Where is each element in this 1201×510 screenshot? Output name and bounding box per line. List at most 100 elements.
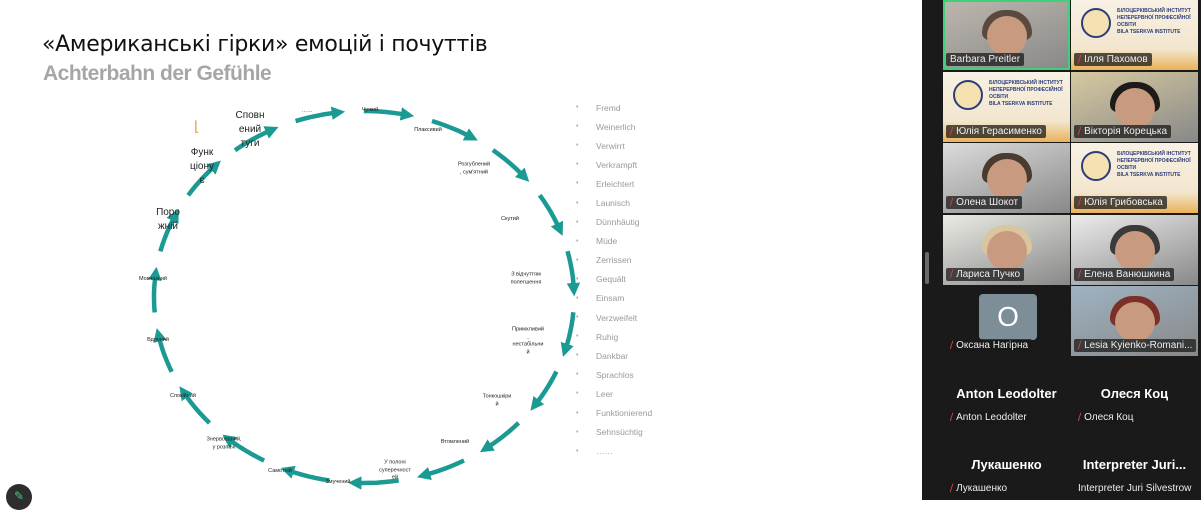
list-item: •Sprachlos <box>576 365 652 384</box>
participant-name-tag: ⧸Елена Ванюшкина <box>1074 267 1175 281</box>
participant-tile[interactable]: ⧸Елена Ванюшкина <box>1071 214 1198 285</box>
list-item: •Gequält <box>576 270 652 289</box>
bullet: • <box>576 352 579 360</box>
bullet: • <box>576 371 579 379</box>
participant-tile[interactable]: Лукашенко⧸Лукашенко <box>943 429 1070 499</box>
panel-resize-handle[interactable] <box>925 252 929 284</box>
list-item: •Zerrissen <box>576 251 652 270</box>
participant-name: Interpreter Juri Silvestrow <box>1078 483 1192 494</box>
participant-name: Юлія Герасименко <box>956 125 1042 137</box>
cycle-arrow <box>479 421 521 453</box>
participant-name: Barbara Preitler <box>950 54 1021 65</box>
cycle-arrow <box>431 118 478 141</box>
participant-face <box>987 159 1027 199</box>
emotion-cycle-arrows <box>148 106 581 490</box>
bullet: • <box>576 314 579 322</box>
cycle-label: Скутий <box>501 216 519 223</box>
cycle-arrow <box>565 250 581 297</box>
participant-name-tag: ⧸Лукашенко <box>946 482 1012 495</box>
mic-muted-icon: ⧸ <box>950 483 954 493</box>
cycle-arrow <box>280 465 330 483</box>
list-item-text: Verkrampft <box>596 159 638 170</box>
participant-tile[interactable]: ⧸Lesia Kyienko-Romani... <box>1071 286 1198 356</box>
banner-text: БІЛОЦЕРКІВСЬКИЙ ІНСТИТУТ НЕПЕРЕРВНОЇ ПРО… <box>989 79 1063 107</box>
cycle-arrow <box>530 370 559 411</box>
banner-text: БІЛОЦЕРКІВСЬКИЙ ІНСТИТУТ НЕПЕРЕРВНОЇ ПРО… <box>1117 151 1191 178</box>
list-item: •Erleichtert <box>576 174 652 193</box>
mic-muted-icon: ⧸ <box>950 125 954 136</box>
cycle-label: Плаксивий <box>414 127 442 134</box>
bullet: • <box>576 123 579 131</box>
list-item-text: Fremd <box>596 102 621 113</box>
list-item-text: Erleichtert <box>596 178 635 189</box>
participant-display-name: Anton Leodolter <box>956 385 1057 401</box>
list-item-text: Weinerlich <box>596 121 636 132</box>
list-item-text: Gequält <box>596 274 626 285</box>
bullet: • <box>576 237 579 245</box>
participant-name-tag: ⧸Lesia Kyienko-Romani... <box>1074 339 1197 352</box>
participant-tile[interactable]: ⧸Вікторія Корецька <box>1071 71 1198 142</box>
participant-name: Лариса Пучко <box>956 268 1021 280</box>
participant-tile[interactable]: Barbara Preitler <box>943 0 1070 70</box>
participant-tile[interactable]: Олеся Коц⧸Олеся Коц <box>1071 357 1198 428</box>
participant-face <box>987 16 1027 56</box>
shared-slide: «Американські гірки» емоцій і почуттів A… <box>6 32 653 510</box>
bullet: • <box>576 142 579 150</box>
participant-tile[interactable]: O⧸Оксана Нагірна <box>943 286 1070 356</box>
mic-muted-icon: ⧸ <box>1078 125 1082 136</box>
list-item: •Einsam <box>576 289 652 308</box>
participant-name: Lesia Kyienko-Romani... <box>1084 340 1193 351</box>
list-item-text: Ruhig <box>596 331 619 342</box>
participant-name-tag: ⧸Ілля Пахомов <box>1074 53 1152 66</box>
bullet: • <box>576 161 579 169</box>
participant-tile[interactable]: БІЛОЦЕРКІВСЬКИЙ ІНСТИТУТ НЕПЕРЕРВНОЇ ПРО… <box>1071 0 1198 70</box>
cycle-arrow <box>186 160 221 197</box>
cycle-label: Знервований, у розпачі <box>206 436 242 450</box>
cycle-arrow <box>233 126 279 153</box>
list-item: •Funktionierend <box>576 404 652 423</box>
list-item: •Verwirrt <box>576 136 652 155</box>
cycle-arrow <box>537 193 564 236</box>
bullet: • <box>576 104 579 112</box>
participant-tile[interactable]: БІЛОЦЕРКІВСЬКИЙ ІНСТИТУТ НЕПЕРЕРВНОЇ ПРО… <box>943 71 1070 142</box>
list-item-text: Zerrissen <box>596 255 632 266</box>
participant-name: Anton Leodolter <box>956 411 1027 423</box>
list-item: •Leer <box>576 384 652 403</box>
slide-subtitle: Achterbahn der Gefühle <box>43 62 272 85</box>
list-item: •Ruhig <box>576 327 652 346</box>
list-item: •Dünnhäutig <box>576 213 652 232</box>
list-item-text: Müde <box>596 236 618 247</box>
cycle-arrow <box>560 311 576 357</box>
participant-tile[interactable]: ⧸Лариса Пучко <box>943 214 1070 285</box>
participant-tile[interactable]: БІЛОЦЕРКІВСЬКИЙ ІНСТИТУТ НЕПЕРЕРВНОЇ ПРО… <box>1071 143 1198 213</box>
cycle-label: Сповн ений туги <box>235 110 265 149</box>
mic-muted-icon: ⧸ <box>1078 54 1082 64</box>
mic-muted-icon: ⧸ <box>950 340 954 350</box>
cycle-arrow <box>148 266 162 313</box>
mic-muted-icon: ⧸ <box>950 197 954 207</box>
list-item-text: Dünnhäutig <box>596 217 640 228</box>
participant-tile[interactable]: Anton Leodolter⧸Anton Leodolter <box>943 357 1070 428</box>
institute-logo <box>1081 151 1111 181</box>
list-item: • Verkrampft <box>576 155 652 174</box>
participant-face <box>1115 302 1155 342</box>
participant-tile[interactable]: ⧸Олена Шокот <box>943 143 1070 213</box>
cycle-label: Розгублений , сум'ятний <box>457 161 491 175</box>
participant-name-tag: ⧸Юлія Герасименко <box>946 124 1046 138</box>
participant-tile[interactable]: Interpreter Juri...Interpreter Juri Silv… <box>1071 429 1198 499</box>
cycle-label: …… <box>301 108 313 115</box>
participant-face <box>987 230 1027 271</box>
list-item-text: Einsam <box>596 293 625 304</box>
participant-name: Юлія Грибовська <box>1084 197 1163 208</box>
cycle-label: Поро жній <box>156 207 180 232</box>
list-item: •Verzweifelt <box>576 308 652 327</box>
list-item-text: Sehnsüchtig <box>596 427 643 438</box>
cycle-label: Вдячний <box>147 337 169 344</box>
bullet: • <box>576 447 579 455</box>
pencil-icon[interactable]: ✎ <box>6 484 32 510</box>
cycle-label: Мовчазний <box>139 276 167 283</box>
banner-text: БІЛОЦЕРКІВСЬКИЙ ІНСТИТУТ НЕПЕРЕРВНОЇ ПРО… <box>1117 8 1191 35</box>
participant-name-tag: ⧸Вікторія Корецька <box>1074 124 1172 138</box>
orange-mark-icon: ⌊ <box>194 118 200 134</box>
german-word-list: •Fremd•Weinerlich•Verwirrt•Verkrampft•Er… <box>576 98 652 461</box>
